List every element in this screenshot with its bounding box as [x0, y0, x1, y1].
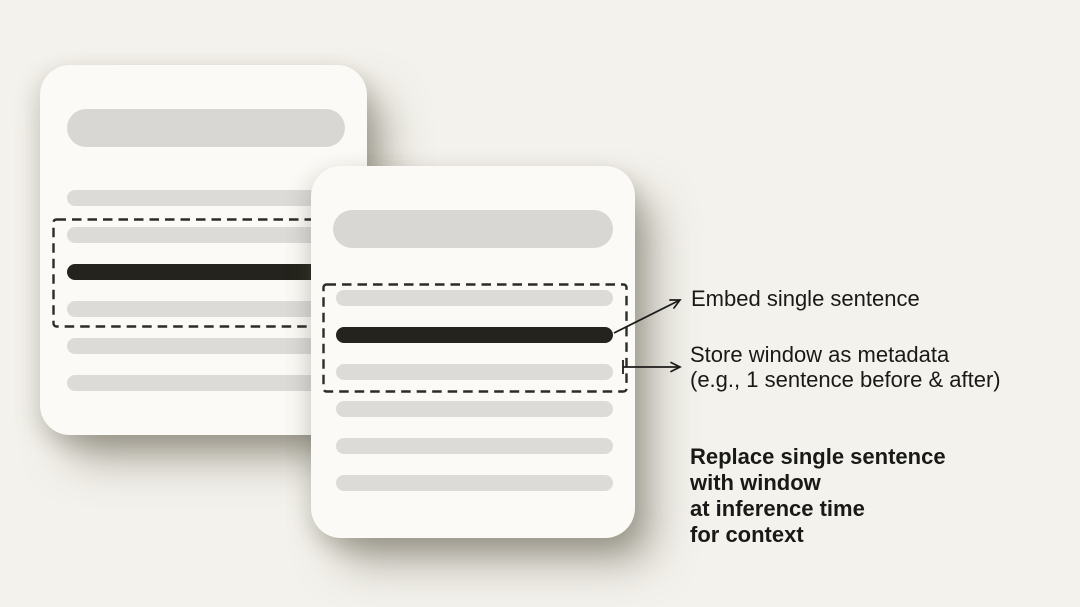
document-title-bar: [67, 109, 345, 147]
text-line-bar: [336, 401, 613, 417]
document-text-lines: [67, 190, 345, 391]
highlighted-sentence-bar: [336, 327, 613, 343]
replace-label-line2: with window: [690, 470, 821, 495]
replace-label-line1: Replace single sentence: [690, 444, 946, 469]
text-line-bar: [67, 375, 345, 391]
text-line-bar: [336, 364, 613, 380]
embed-sentence-label: Embed single sentence: [691, 286, 920, 311]
store-window-label-line2: (e.g., 1 sentence before & after): [690, 367, 1001, 392]
document-text-lines: [336, 290, 613, 491]
store-window-label: Store window as metadata (e.g., 1 senten…: [690, 342, 1001, 392]
text-line-bar: [336, 438, 613, 454]
text-line-bar: [336, 290, 613, 306]
text-line-bar: [67, 190, 345, 206]
text-line-bar: [336, 475, 613, 491]
text-line-bar: [67, 338, 345, 354]
replace-sentence-label: Replace single sentence with window at i…: [690, 444, 946, 548]
document-front: [311, 166, 635, 538]
document-title-bar: [333, 210, 613, 248]
replace-label-line3: at inference time: [690, 496, 865, 521]
text-line-bar: [67, 301, 345, 317]
replace-label-line4: for context: [690, 522, 804, 547]
highlighted-sentence-bar: [67, 264, 345, 280]
text-line-bar: [67, 227, 345, 243]
store-window-label-line1: Store window as metadata: [690, 342, 950, 367]
